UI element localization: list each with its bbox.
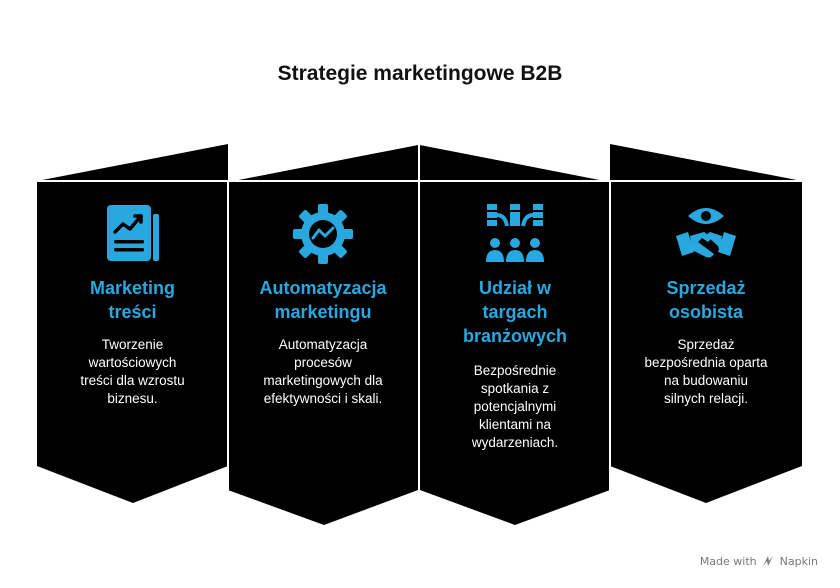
network-people-icon: [483, 202, 547, 266]
card-2: Automatyzacja marketingu Automatyzacja p…: [228, 0, 418, 588]
card-1-shape: [37, 144, 228, 503]
report-chart-icon: [101, 202, 165, 266]
card-3-title: Udział w targach branżowych: [462, 278, 568, 346]
card-2-description: Automatyzacja procesów marketingowych dl…: [263, 337, 383, 406]
diagram-title: Strategie marketingowe B2B: [277, 62, 563, 85]
card-2-shape: [228, 144, 418, 525]
card-1: Marketing treści Tworzenie wartościowych…: [37, 0, 228, 588]
footer-credit: Made with Napkin: [700, 555, 818, 570]
handshake-eye-icon: [674, 202, 738, 266]
card-4: Sprzedaż osobista Sprzedaż bezpośrednia …: [610, 0, 802, 588]
card-2-title: Automatyzacja marketingu: [259, 278, 387, 322]
card-1-title: Marketing treści: [89, 278, 176, 322]
card-1-description: Tworzenie wartościowych treści dla wzros…: [80, 337, 185, 406]
card-4-description: Sprzedaż bezpośrednia oparta na budowani…: [644, 337, 768, 406]
card-divider: [227, 143, 419, 182]
card-3-description: Bezpośrednie spotkania z potencjalnymi k…: [471, 363, 559, 450]
card-3: Udział w targach branżowych Bezpośrednie…: [420, 0, 610, 588]
card-4-shape: [610, 144, 802, 503]
footer-made-with: Made with: [699, 555, 757, 568]
card-4-title: Sprzedaż osobista: [666, 278, 746, 322]
footer-brand: Napkin: [779, 555, 818, 568]
card-divider: [419, 143, 611, 182]
napkin-logo-icon: [762, 555, 774, 570]
card-3-shape: [420, 144, 610, 525]
gear-chart-icon: [291, 202, 355, 266]
